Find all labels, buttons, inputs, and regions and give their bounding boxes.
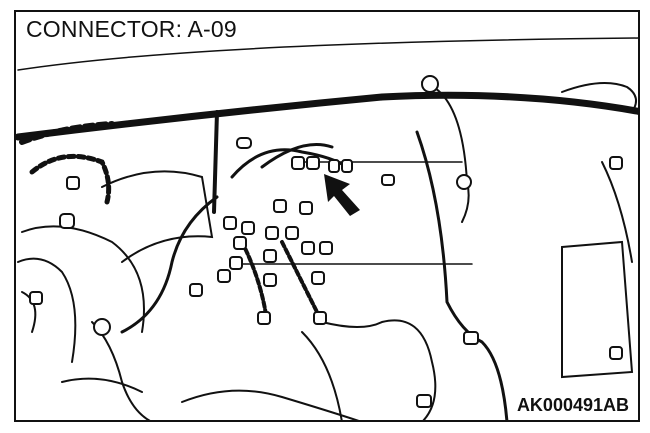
pointer-arrow-icon [324,174,360,216]
diagram-frame: CONNECTOR: A-09 AK000491AB [14,10,640,422]
engine-harness-illustration [16,37,638,420]
connector-title: CONNECTOR: A-09 [26,16,237,42]
figure-code: AK000491AB [513,395,632,416]
